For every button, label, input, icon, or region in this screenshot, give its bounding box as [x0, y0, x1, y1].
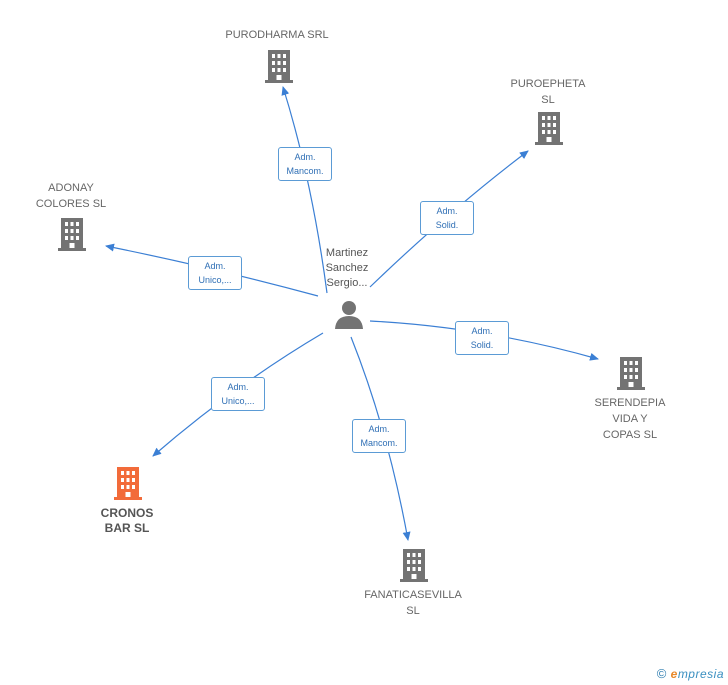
node-label-line: SERENDEPIA [594, 397, 666, 409]
center-name-line: Martinez [325, 247, 369, 259]
edge-label-line: Mancom. [286, 166, 324, 176]
node-label-line: PURODHARMA SRL [225, 29, 329, 41]
edge-label-line: Adm. [436, 206, 458, 216]
copyright-symbol: © [656, 666, 667, 681]
serendepia-building-icon[interactable] [617, 357, 645, 390]
node-label-line: SL [541, 94, 555, 106]
edge-label-line: Adm. [368, 424, 390, 434]
edge-purodharma [281, 86, 328, 294]
center-name-line: Sanchez [325, 262, 369, 274]
node-label-line: COLORES SL [35, 198, 107, 210]
node-label-line: PUROEPHETA [510, 78, 586, 90]
edge-label-line: Unico,... [221, 396, 255, 406]
edge-label-puroepheta: Adm. Solid. [420, 201, 474, 235]
puroepheta-building-icon[interactable] [535, 112, 563, 145]
node-cronos-label[interactable]: CRONOS BAR SL [101, 506, 154, 536]
edge-label-line: Adm. [294, 152, 316, 162]
edge-label-adonay: Adm. Unico,... [188, 256, 242, 290]
node-serendepia-label[interactable]: SERENDEPIA VIDA Y COPAS SL [595, 395, 666, 443]
node-puroepheta-label[interactable]: PUROEPHETA SL [511, 76, 586, 108]
edge-label-cronos: Adm. Unico,... [211, 377, 265, 411]
brand-name: mpresia [677, 667, 724, 681]
node-label-line: COPAS SL [602, 429, 658, 441]
node-label-line: VIDA Y [612, 413, 648, 425]
node-fanatica-label[interactable]: FANATICASEVILLA SL [364, 587, 462, 619]
edge-label-serendepia: Adm. Solid. [455, 321, 509, 355]
person-icon[interactable] [335, 301, 363, 329]
node-purodharma-label[interactable]: PURODHARMA SRL [225, 27, 328, 43]
node-label-line: FANATICASEVILLA [364, 589, 462, 601]
edge-label-line: Unico,... [198, 275, 232, 285]
edge-label-line: Adm. [471, 326, 493, 336]
edge-label-line: Adm. [204, 261, 226, 271]
purodharma-building-icon[interactable] [265, 50, 293, 83]
node-adonay-label[interactable]: ADONAY COLORES SL [36, 180, 106, 212]
node-label-line: BAR SL [104, 521, 150, 535]
empresia-watermark: © empresia [657, 666, 724, 681]
edge-label-line: Adm. [227, 382, 249, 392]
edge-label-line: Solid. [435, 220, 459, 230]
node-label-line: SL [406, 605, 420, 617]
edge-label-line: Mancom. [360, 438, 398, 448]
edge-label-purodharma: Adm. Mancom. [278, 147, 332, 181]
node-label-line: CRONOS [100, 506, 154, 520]
edge-label-fanatica: Adm. Mancom. [352, 419, 406, 453]
center-person-name[interactable]: Martinez Sanchez Sergio... [326, 246, 369, 291]
adonay-building-icon[interactable] [58, 218, 86, 251]
node-label-line: ADONAY [48, 182, 94, 194]
center-name-line: Sergio... [326, 277, 368, 289]
edge-label-line: Solid. [470, 340, 494, 350]
fanatica-building-icon[interactable] [400, 549, 428, 582]
brand-initial: e [670, 667, 678, 681]
cronos-building-icon[interactable] [114, 467, 142, 500]
